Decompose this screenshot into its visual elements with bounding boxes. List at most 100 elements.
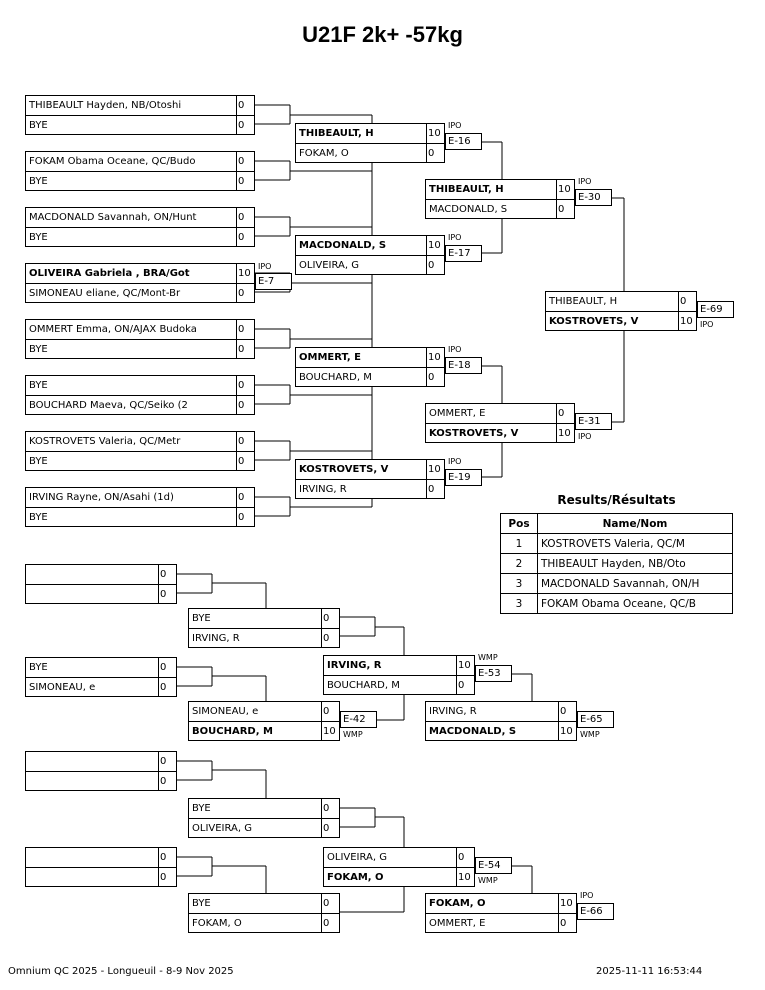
competitor-score: 10 [558,894,576,913]
competitor-name: SIMONEAU eliane, QC/Mont-Br [29,288,181,299]
match-number-m7: E-7 [255,273,292,290]
match-number-m30: E-30 [575,189,612,206]
competitor-name: IRVING, R [299,484,347,495]
competitor-name: OLIVEIRA, G [299,260,359,271]
competitor-score: 10 [558,722,576,741]
competitor-name: FOKAM, O [299,148,349,159]
competitor-name: KOSTROVETS Valeria, QC/Metr [29,436,181,447]
win-type-m19: IPO [448,457,462,466]
competitor-score: 0 [158,868,176,887]
competitor-score: 0 [456,676,474,695]
competitor-score: 0 [321,914,339,933]
win-type-m7: IPO [258,262,272,271]
match-number-m18: E-18 [445,357,482,374]
competitor-name: THIBEAULT, H [549,296,618,307]
competitor-score: 0 [236,376,254,395]
competitor-score: 10 [678,312,696,331]
competitor-name: THIBEAULT, H [429,184,504,195]
competitor-score: 0 [236,208,254,227]
competitor-name: FOKAM, O [327,872,384,883]
competitor-name: OMMERT, E [429,918,486,929]
competitor-name: BYE [192,898,211,909]
competitor-name: FOKAM, O [429,898,486,909]
competitor-score: 0 [556,200,574,219]
competitor-name: BYE [29,456,48,467]
win-type-m42: WMP [343,730,363,739]
competitor-score: 0 [236,488,254,507]
competitor-score: 0 [456,848,474,867]
match-number-m69: E-69 [697,301,734,318]
competitor-name: MACDONALD, S [429,204,508,215]
win-type-m17: IPO [448,233,462,242]
competitor-score: 0 [158,848,176,867]
competitor-score: 10 [321,722,339,741]
results-table: Pos Name/Nom 1 KOSTROVETS Valeria, QC/M … [500,513,733,614]
match-number-m31: E-31 [575,413,612,430]
competitor-score: 0 [321,702,339,721]
competitor-name: IRVING, R [192,633,240,644]
competitor-row: BYE 0 [26,376,254,395]
win-type-m31: IPO [578,432,592,441]
results-name: KOSTROVETS Valeria, QC/M [537,533,733,554]
competitor-score: 0 [158,678,176,697]
footer-timestamp: 2025-11-11 16:53:44 [596,966,703,977]
competitor-row: 0 [26,584,176,604]
competitor-score: 0 [426,256,444,275]
competitor-score: 10 [556,424,574,443]
competitor-name: KOSTROVETS, V [299,464,389,475]
win-type-m30: IPO [578,177,592,186]
win-type-m18: IPO [448,345,462,354]
results-pos: 1 [500,533,538,554]
competitor-row: BYE 0 [26,658,176,677]
competitor-name: MACDONALD Savannah, ON/Hunt [29,212,197,223]
competitor-name: BYE [29,662,48,673]
competitor-name: FOKAM Obama Oceane, QC/Budo [29,156,196,167]
competitor-name: IRVING Rayne, ON/Asahi (1d) [29,492,174,503]
competitor-score: 0 [321,894,339,913]
competitor-score: 10 [456,868,474,887]
competitor-name: MACDONALD, S [429,726,517,737]
competitor-name: BYE [29,344,48,355]
match-number-m54: E-54 [475,857,512,874]
competitor-name: BOUCHARD Maeva, QC/Seiko (2 [29,400,188,411]
competitor-name [26,752,158,771]
competitor-score: 0 [426,480,444,499]
competitor-name: BYE [192,803,211,814]
competitor-score: 0 [236,340,254,359]
competitor-name: BOUCHARD, M [299,372,372,383]
competitor-name: BYE [29,380,48,391]
competitor-score: 0 [158,658,176,677]
competitor-score: 10 [426,348,444,367]
competitor-name [26,565,158,584]
competitor-row: 0 [26,848,176,867]
win-type-m53: WMP [478,653,498,662]
